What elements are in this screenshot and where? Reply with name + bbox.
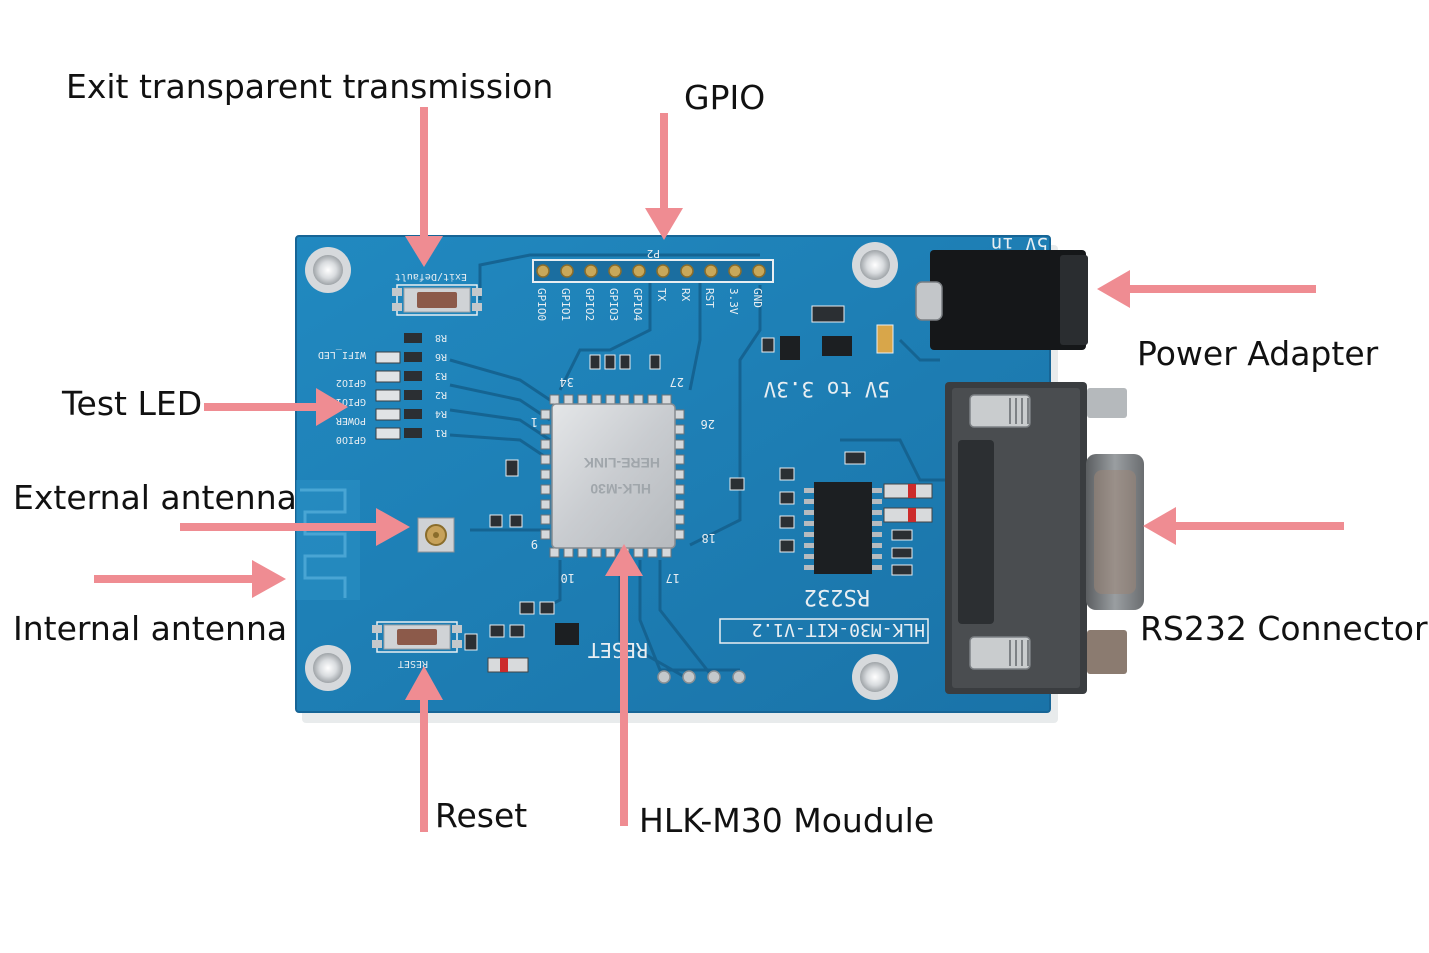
internal-antenna-arrow [94, 560, 286, 598]
mounting-hole [305, 645, 351, 691]
header-pin-label: GPIO4 [631, 288, 644, 321]
label-test-led: Test LED [62, 384, 203, 423]
led-label: GPIO1 [336, 396, 366, 407]
rs232-silk: RS232 [804, 584, 870, 609]
ufl-connector [417, 517, 455, 553]
test-led-arrow [204, 388, 348, 426]
db9-connector [945, 382, 1144, 694]
exit-arrow [405, 107, 443, 267]
diode-pair [883, 483, 933, 523]
mounting-hole [852, 242, 898, 288]
reset-silk-small: RESET [398, 658, 428, 669]
resistor-label: R1 [435, 427, 447, 438]
header-pin-label: 3.3V [727, 288, 740, 315]
pin-number: 27 [670, 375, 684, 389]
led-label: GPIO0 [336, 434, 366, 445]
led-label: POWER [335, 415, 366, 426]
reset-switch: RESET [372, 621, 462, 669]
label-external-antenna: External antenna [13, 478, 297, 517]
exit-default-button: Exit/Default [392, 271, 482, 316]
header-pin-label: GPIO0 [535, 288, 548, 321]
callout-arrows [94, 107, 1344, 832]
version-box: HLK-M30-KIT-V1.2 [719, 618, 929, 644]
module-arrow [605, 544, 643, 826]
rs232-ic [804, 482, 882, 574]
label-internal-antenna: Internal antenna [13, 609, 288, 648]
label-rs232-connector: RS232 Connector [1140, 609, 1428, 648]
pin-number: 9 [531, 537, 538, 551]
pcb-board: GPIO0 GPIO1 GPIO2 GPIO3 GPIO4 TX RX RST … [295, 233, 1144, 713]
led-label: WIFI_LED [318, 349, 366, 360]
pin-number: 18 [702, 531, 716, 545]
module-model: HLK-M30 [590, 481, 651, 497]
header-pin-label: GPIO1 [559, 288, 572, 321]
led-bank: WIFI_LED GPIO2 GPIO1 POWER GPIO0 [318, 332, 447, 445]
header-pin-label: GND [751, 288, 764, 308]
gpio-header: GPIO0 GPIO1 GPIO2 GPIO3 GPIO4 TX RX RST … [532, 247, 774, 321]
version-silk: HLK-M30-KIT-V1.2 [752, 619, 925, 640]
pin-number: 34 [560, 375, 574, 389]
header-pin-label: GPIO3 [607, 288, 620, 321]
module-brand: HERE-LINK [584, 455, 660, 471]
mounting-hole [305, 247, 351, 293]
resistor-label: R6 [435, 351, 447, 362]
pin-number: 26 [701, 417, 715, 431]
label-reset: Reset [435, 796, 528, 835]
voltage-silk: 5V to 3.3V [763, 377, 890, 401]
header-pin-label: RX [679, 288, 692, 302]
rs232-arrow [1143, 507, 1344, 545]
resistor-label: R8 [435, 332, 447, 343]
dc-power-jack [915, 250, 1088, 350]
led-label: GPIO2 [336, 377, 366, 388]
power-arrow [1097, 270, 1316, 308]
pin-number: 10 [561, 571, 575, 585]
power-silk: 5V in [991, 233, 1048, 255]
label-power-adapter: Power Adapter [1137, 334, 1379, 373]
label-gpio: GPIO [684, 78, 766, 117]
header-pin-label: GPIO2 [583, 288, 596, 321]
mounting-hole [852, 654, 898, 700]
label-hlk-m30-module: HLK-M30 Moudule [639, 801, 935, 840]
hlk-m30-module: HERE-LINK HLK-M30 34 27 26 1 9 10 17 18 [531, 375, 716, 585]
reset-arrow [405, 666, 443, 832]
reset-silk-large: RESET [588, 638, 648, 662]
external-antenna-arrow [180, 508, 410, 546]
header-ref: P2 [647, 247, 660, 260]
header-pin-label: RST [703, 288, 716, 308]
resistor-label: R2 [435, 389, 447, 400]
resistor-label: R3 [435, 370, 447, 381]
gpio-arrow [645, 113, 683, 240]
resistor-label: R4 [435, 408, 447, 419]
pin-number: 1 [531, 415, 538, 429]
pin-number: 17 [666, 571, 680, 585]
header-pin-label: TX [655, 288, 668, 302]
exit-silk: Exit/Default [395, 271, 467, 282]
label-exit-transparent: Exit transparent transmission [66, 67, 554, 106]
